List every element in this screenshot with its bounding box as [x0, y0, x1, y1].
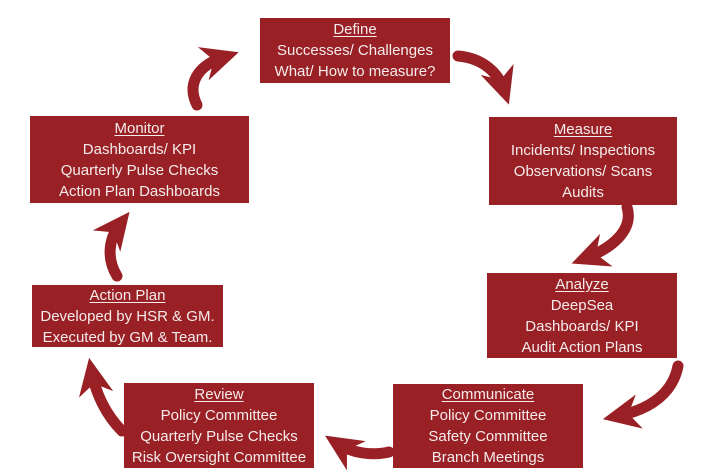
step-measure-line: Observations/ Scans [513, 163, 653, 180]
step-review-line: Risk Oversight Committee [131, 448, 307, 466]
step-communicate-line: Safety Committee [428, 428, 548, 445]
step-define-line: What/ How to measure? [274, 63, 436, 80]
step-review-line: Policy Committee [160, 406, 278, 424]
step-communicate: Communicate Policy Committee Safety Comm… [393, 384, 583, 468]
step-measure-line: Incidents/ Inspections [510, 142, 656, 159]
step-action-plan: Action Plan Developed by HSR & GM. Execu… [32, 285, 223, 347]
step-review-line: Quarterly Pulse Checks [140, 427, 298, 445]
arrow-measure-to-analyze [571, 201, 634, 267]
step-analyze-line: Dashboards/ KPI [525, 317, 639, 335]
arrow-analyze-to-communicate [602, 360, 684, 429]
arrow-communicate-to-review [325, 435, 395, 471]
step-monitor-line: Quarterly Pulse Checks [60, 161, 219, 179]
step-monitor-line: Dashboards/ KPI [82, 140, 197, 158]
step-communicate-heading: Communicate [441, 386, 535, 403]
step-monitor: Monitor Dashboards/ KPI Quarterly Pulse … [30, 116, 249, 203]
step-review: Review Policy Committee Quarterly Pulse … [124, 383, 314, 468]
step-communicate-line: Branch Meetings [431, 449, 545, 466]
arrow-action-plan-to-monitor [92, 211, 130, 282]
step-monitor-line: Action Plan Dashboards [59, 182, 220, 200]
step-analyze: Analyze DeepSea Dashboards/ KPI Audit Ac… [487, 273, 677, 358]
step-define-heading: Define [333, 21, 377, 38]
step-define-line: Successes/ Challenges [277, 42, 433, 59]
step-action-plan-line: Executed by GM & Team. [42, 328, 213, 346]
step-measure-line: Audits [562, 184, 604, 201]
step-analyze-line: Audit Action Plans [521, 338, 643, 356]
step-analyze-heading: Analyze [555, 275, 609, 293]
step-analyze-line: DeepSea [550, 296, 614, 314]
step-action-plan-line: Developed by HSR & GM. [40, 307, 215, 325]
step-monitor-heading: Monitor [114, 119, 165, 137]
step-define: Define Successes/ Challenges What/ How t… [260, 18, 450, 83]
step-communicate-line: Policy Committee [429, 407, 547, 424]
step-measure: Measure Incidents/ Inspections Observati… [489, 117, 677, 205]
step-measure-heading: Measure [553, 121, 613, 138]
arrow-review-to-action-plan [78, 357, 128, 437]
step-review-heading: Review [194, 385, 244, 403]
arrow-monitor-to-define [187, 47, 239, 111]
step-action-plan-heading: Action Plan [89, 286, 166, 304]
arrow-define-to-measure [452, 50, 514, 105]
